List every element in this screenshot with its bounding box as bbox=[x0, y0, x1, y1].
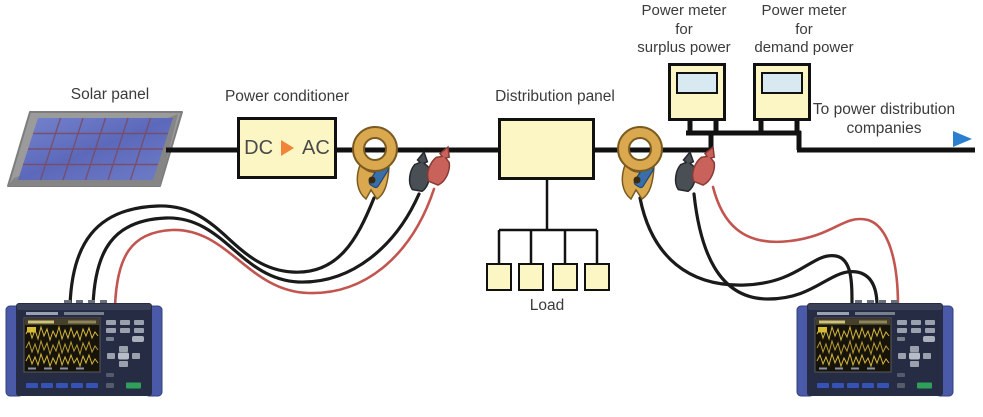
dc-label: DC bbox=[244, 136, 274, 159]
clamp-sensor-left bbox=[352, 126, 398, 200]
measurement-cables-right bbox=[638, 185, 900, 308]
distribution-panel-label: Distribution panel bbox=[495, 88, 615, 105]
ac-label: AC bbox=[302, 136, 330, 159]
power-meter-surplus-box bbox=[668, 63, 726, 121]
demand-meter-screen bbox=[761, 72, 803, 94]
surplus-meter-screen bbox=[676, 72, 718, 94]
to-power-companies-label: To power distribution companies bbox=[812, 101, 956, 137]
load-label: Load bbox=[529, 297, 565, 314]
solar-panel-label: Solar panel bbox=[70, 86, 150, 103]
clamp-sensor-right bbox=[617, 126, 663, 200]
power-meter-demand-label: Power meter for demand power bbox=[754, 2, 854, 56]
solar-panel bbox=[7, 111, 183, 187]
power-analyzer-right bbox=[796, 299, 954, 397]
power-meter-demand-box bbox=[753, 63, 811, 121]
power-conditioner-label: Power conditioner bbox=[224, 88, 350, 105]
load-box-3 bbox=[552, 263, 578, 291]
load-branch-lines bbox=[497, 180, 599, 263]
power-meter-surplus-label: Power meter for surplus power bbox=[637, 2, 731, 56]
load-box-4 bbox=[584, 263, 610, 291]
power-conditioner-box: DC AC bbox=[237, 117, 337, 179]
distribution-panel-box bbox=[498, 118, 595, 180]
to-companies-arrow-icon bbox=[953, 131, 972, 147]
dc-to-ac-arrow-icon bbox=[281, 140, 295, 156]
load-box-2 bbox=[518, 263, 544, 291]
power-analyzer-left bbox=[5, 299, 163, 397]
measurement-cables-left bbox=[68, 187, 436, 308]
dc-ac-label: DC AC bbox=[240, 120, 334, 176]
load-box-1 bbox=[486, 263, 512, 291]
